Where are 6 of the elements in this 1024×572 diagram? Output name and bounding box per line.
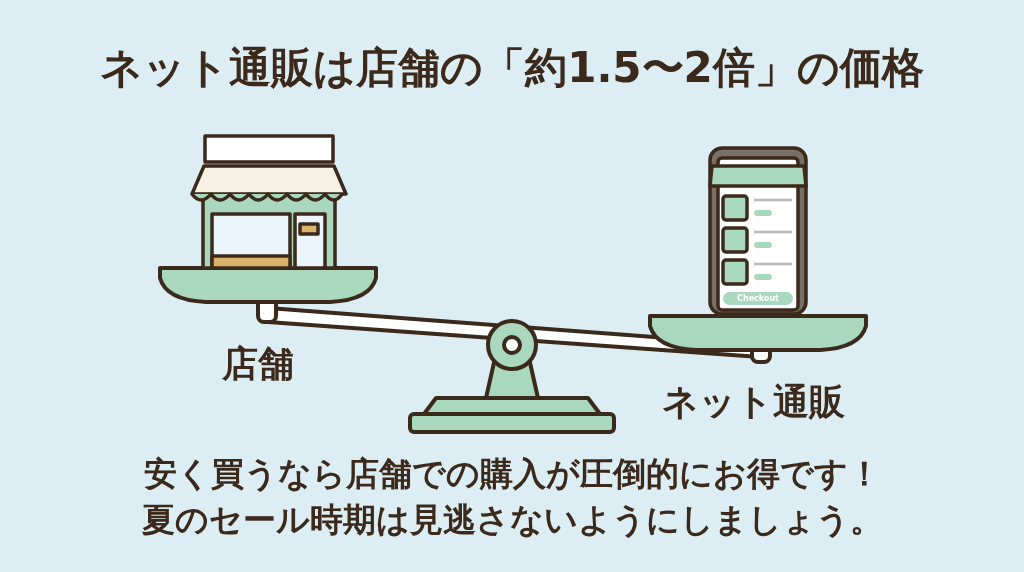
pan-label: ネット通販 <box>662 380 845 424</box>
title: ネット通販は店舗の「約1.5〜2倍」の価格 <box>99 42 925 94</box>
message-text: 安く買うなら店舗での購入が圧倒的にお得です！ <box>142 453 882 495</box>
message-text: 夏のセール時期は見逃さないようにしましょう。 <box>140 499 884 541</box>
checkout-button: Checkout <box>723 292 793 305</box>
pan-label: 店舗 <box>222 342 294 386</box>
